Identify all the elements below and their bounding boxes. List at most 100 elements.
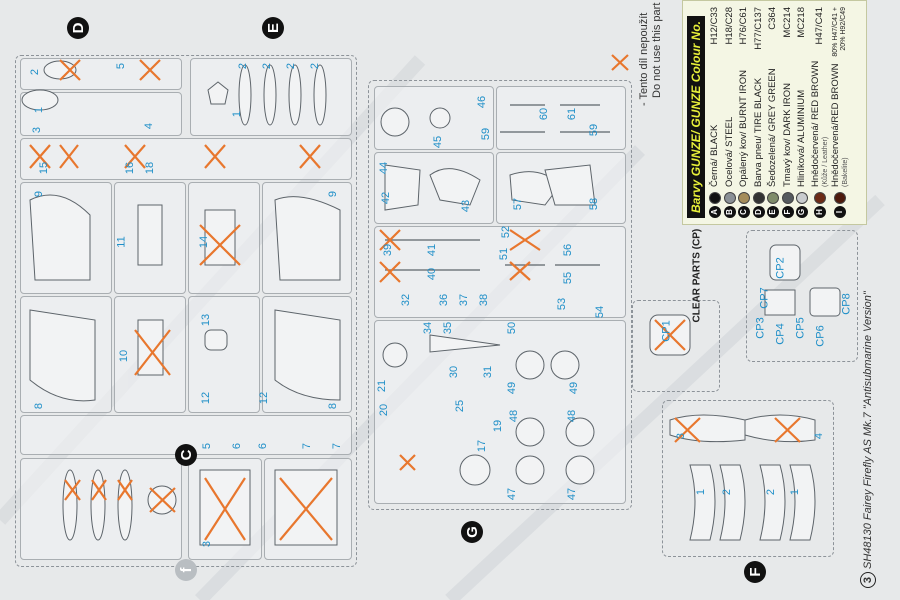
do-not-use-cz: - Tento díl nepoužít xyxy=(638,12,650,106)
clear-parts-title: CLEAR PARTS (CP) xyxy=(691,228,703,323)
sprue-label-c: C xyxy=(175,444,197,466)
part-number: 8 xyxy=(327,402,340,410)
part-number: 2 xyxy=(285,62,298,70)
part-number: 15 xyxy=(38,161,51,175)
colour-name-text: Hnědočervená/RED BROWN xyxy=(829,63,841,187)
part-number: 2 xyxy=(309,62,322,70)
colour-row-i: I Hnědočervená/RED BROWN(Bakelite) 80% H… xyxy=(830,7,850,218)
part-number: CP5 xyxy=(794,317,807,339)
part-number: 59 xyxy=(588,123,601,137)
part-number: 58 xyxy=(588,197,601,211)
colour-swatch xyxy=(738,192,751,204)
part-number: 10 xyxy=(118,349,131,363)
colour-table: Barvy GUNZE/ GUNZE Colour No. A Černá/ B… xyxy=(682,0,867,225)
part-number: 44 xyxy=(378,161,391,175)
part-number: 7 xyxy=(331,442,344,450)
part-number: 25 xyxy=(454,399,467,413)
part-number: 5 xyxy=(115,62,128,70)
colour-name: Šedozelená/ GREY GREEN xyxy=(767,59,779,187)
sprue-sheet-g xyxy=(368,80,632,510)
part-number: 20 xyxy=(378,403,391,417)
part-number: 17 xyxy=(476,439,489,453)
part-number: 4 xyxy=(813,432,826,440)
part-number: 31 xyxy=(482,365,495,379)
sprue-g-cell xyxy=(374,226,626,318)
part-number: 45 xyxy=(432,135,445,149)
sprue-cell xyxy=(188,182,260,294)
part-number: 40 xyxy=(426,267,439,281)
colour-swatch xyxy=(833,192,846,204)
colour-code: H47/C41 xyxy=(813,7,825,45)
colour-name: Opálený kov/ BURNT IRON xyxy=(738,59,750,187)
page-caption: 3SH48130 Fairey Firefly AS Mk.7 "Antisub… xyxy=(860,288,876,588)
part-number: 57 xyxy=(512,197,525,211)
colour-code: H18/C28 xyxy=(723,7,735,45)
part-number: CP2 xyxy=(774,257,787,279)
part-number: 54 xyxy=(594,305,607,319)
part-number: 1 xyxy=(33,106,46,114)
colour-name-text: Černá/ BLACK xyxy=(709,124,721,187)
colour-name: Černá/ BLACK xyxy=(709,59,721,187)
part-number: 3 xyxy=(31,126,44,134)
part-number: 2 xyxy=(721,488,734,496)
colour-row-b: B Ocelová/ STEEL H18/C28 xyxy=(723,7,738,218)
sprue-cell xyxy=(188,296,260,413)
colour-letter: A xyxy=(709,206,722,218)
part-number: 34 xyxy=(422,321,435,335)
colour-name: Hnědočervená/ RED BROWN(Kůže / Leather) xyxy=(810,59,830,187)
part-number: 11 xyxy=(115,236,128,248)
do-not-use-legend: - Tento díl nepoužít Do not use this par… xyxy=(638,0,664,106)
part-number: 32 xyxy=(400,293,413,307)
colour-code: MC214 xyxy=(781,7,793,38)
colour-letter: B xyxy=(723,206,736,218)
part-number: 21 xyxy=(376,379,389,393)
colour-swatch xyxy=(796,192,809,204)
colour-code: C364 xyxy=(767,7,779,30)
colour-name-text: Šedozelená/ GREY GREEN xyxy=(767,68,779,187)
part-number: 50 xyxy=(506,321,519,335)
part-number: 42 xyxy=(380,191,393,205)
part-number: 6 xyxy=(231,442,244,450)
part-number: 12 xyxy=(258,391,271,405)
colour-letter: G xyxy=(796,206,809,218)
part-number: 19 xyxy=(492,419,505,433)
not-used-marks xyxy=(29,54,801,541)
colour-name-text: Tmavý kov/ DARK IRON xyxy=(781,83,793,187)
part-number: 51 xyxy=(498,247,511,261)
part-number: 1 xyxy=(789,488,802,496)
colour-code: H77/C137 xyxy=(752,7,764,50)
page-number: 3 xyxy=(860,572,876,588)
part-number: 49 xyxy=(568,381,581,395)
colour-name-text: Barva pneu/ TIRE BLACK xyxy=(752,77,764,187)
sprue-label-d: D xyxy=(67,17,89,39)
colour-name: Tmavý kov/ DARK IRON xyxy=(782,59,794,187)
colour-row-c: C Opálený kov/ BURNT IRON H76/C61 xyxy=(737,7,752,218)
sprue-g-cell xyxy=(496,86,626,150)
do-not-use-en: Do not use this part xyxy=(651,2,663,98)
clear-parts-frame-1 xyxy=(632,300,720,392)
part-number: CP3 xyxy=(754,317,767,339)
part-number: 56 xyxy=(562,243,575,257)
part-number: 1 xyxy=(695,488,708,496)
colour-code: MC218 xyxy=(796,7,808,38)
colour-row-f: F Tmavý kov/ DARK IRON MC214 xyxy=(781,7,796,218)
sprue-label-faint: f xyxy=(175,559,197,581)
part-number: 61 xyxy=(566,107,579,121)
part-number: 35 xyxy=(442,321,455,335)
part-number: 2 xyxy=(29,68,42,76)
part-number: 53 xyxy=(556,297,569,311)
part-number: 55 xyxy=(562,271,575,285)
part-number: 60 xyxy=(538,107,551,121)
colour-name: Barva pneu/ TIRE BLACK xyxy=(753,59,765,187)
colour-name-text: Ocelová/ STEEL xyxy=(723,116,735,187)
colour-table-title: Barvy GUNZE/ GUNZE Colour No. xyxy=(687,15,705,218)
part-number: 3 xyxy=(675,432,688,440)
part-number: 47 xyxy=(506,487,519,501)
colour-letter: I xyxy=(833,206,846,218)
part-number: 39 xyxy=(382,243,395,257)
part-number: 13 xyxy=(200,313,213,327)
part-number: 8 xyxy=(33,402,46,410)
colour-code: H76/C61 xyxy=(738,7,750,45)
part-number: 5 xyxy=(201,442,214,450)
